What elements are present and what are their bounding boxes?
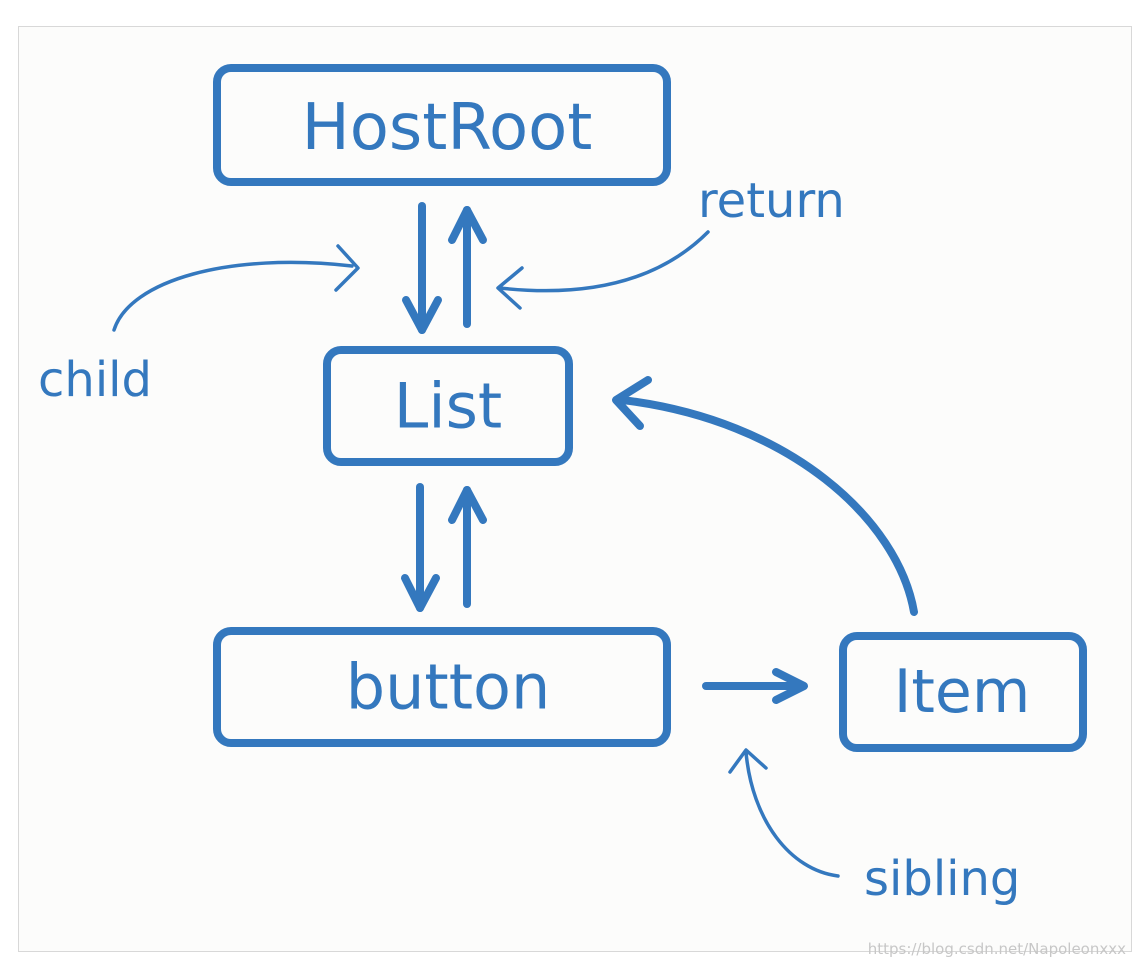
pointer-child <box>112 244 360 332</box>
edge-list-to-host-root-return <box>448 206 487 328</box>
node-item-label: Item <box>894 657 1031 727</box>
node-item: Item <box>839 632 1087 752</box>
pointer-sibling <box>728 748 840 878</box>
edge-button-to-item-sibling <box>702 668 808 704</box>
edge-host-root-to-list-child <box>402 202 442 334</box>
node-host-root: HostRoot <box>213 64 671 186</box>
annotation-sibling: sibling <box>864 851 1020 907</box>
edge-item-to-list-return <box>612 376 918 616</box>
watermark: https://blog.csdn.net/Napoleonxxx <box>868 940 1126 958</box>
node-button: button <box>213 627 671 747</box>
annotation-return: return <box>698 173 845 229</box>
node-list-box <box>323 346 573 466</box>
node-button-box <box>213 627 671 747</box>
edge-list-to-button-child <box>401 483 440 612</box>
node-item-box <box>839 632 1087 752</box>
node-list-label: List <box>394 370 502 443</box>
node-button-label: button <box>346 651 551 724</box>
edge-button-to-list-return <box>448 486 487 608</box>
node-host-root-label: HostRoot <box>302 91 593 165</box>
pointer-return <box>496 230 710 310</box>
node-host-root-box <box>213 64 671 186</box>
node-list: List <box>323 346 573 466</box>
annotation-child: child <box>38 352 152 408</box>
